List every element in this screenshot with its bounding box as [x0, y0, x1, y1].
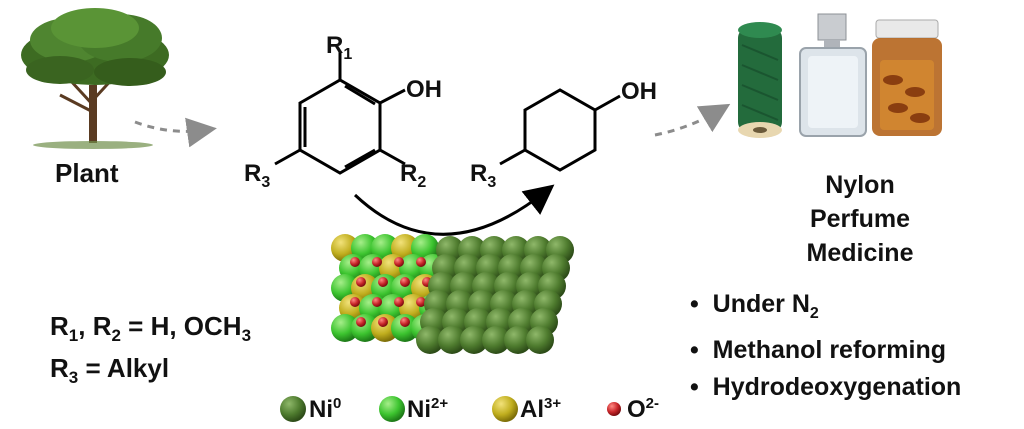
o2-atom [394, 297, 404, 307]
thread-spool-icon [738, 22, 782, 138]
substituent-definitions: R1, R2 = H, OCH3 R3 = Alkyl [50, 310, 251, 394]
al3-atom [371, 314, 399, 342]
ni0-atom [460, 326, 488, 354]
reactant-r3: R3 [244, 160, 271, 191]
perfume-bottle-icon [799, 13, 867, 137]
reaction-arrow [353, 184, 555, 236]
o2-atom [350, 297, 360, 307]
legend-al3-sphere [492, 396, 518, 422]
o2-atom [416, 297, 426, 307]
product-oh: OH [621, 78, 657, 105]
reactant-structure [274, 52, 406, 175]
ni0-atom [482, 326, 510, 354]
application-perfume: Perfume [809, 205, 911, 233]
legend-ni2-label: Ni2+ [407, 395, 449, 423]
legend-o2-label: O2- [627, 395, 660, 423]
ni2-atom [391, 314, 419, 342]
medicine-bottle-icon [872, 19, 942, 136]
o2-atom [400, 317, 410, 327]
legend-o2-sphere [607, 402, 621, 416]
reactant-oh: OH [406, 76, 442, 103]
arrow-product-to-applications [654, 103, 731, 137]
reaction-conditions: • Under N2 • Methanol reforming • Hydrod… [690, 286, 961, 406]
application-medicine: Medicine [806, 239, 914, 267]
product-structure [499, 88, 621, 172]
applications-list: Nylon Perfume Medicine [790, 168, 930, 270]
substituent-line-1: R1, R2 = H, OCH3 [50, 311, 252, 346]
legend-al3-label: Al3+ [520, 395, 562, 423]
condition-3: • Hydrodeoxygenation [690, 373, 962, 401]
o2-atom [372, 257, 382, 267]
legend-ni2-sphere [379, 396, 405, 422]
condition-1: • Under N2 [690, 290, 819, 322]
legend-ni0-label: Ni0 [309, 395, 342, 423]
tree-icon [21, 8, 169, 149]
o2-atom [350, 257, 360, 267]
ni2-atom [331, 314, 359, 342]
o2-atom [356, 317, 366, 327]
ni0-atom [416, 326, 444, 354]
o2-atom [372, 297, 382, 307]
o2-atom [378, 277, 388, 287]
ni0-atom [526, 326, 554, 354]
reactant-r2: R2 [400, 160, 427, 191]
substituent-line-2: R3 = Alkyl [50, 353, 170, 388]
application-nylon: Nylon [825, 171, 895, 199]
catalyst-surface-icon [331, 234, 574, 354]
o2-atom [400, 277, 410, 287]
reactant-r1: R1 [326, 32, 353, 63]
o2-atom [378, 317, 388, 327]
o2-atom [416, 257, 426, 267]
o2-atom [356, 277, 366, 287]
legend-ni0-sphere [280, 396, 306, 422]
arrow-plant-to-reactant [134, 117, 217, 148]
ni0-atom [504, 326, 532, 354]
plant-label: Plant [55, 158, 119, 188]
product-r3: R3 [470, 160, 497, 191]
ni0-atom [438, 326, 466, 354]
condition-2: • Methanol reforming [690, 336, 946, 364]
o2-atom [394, 257, 404, 267]
